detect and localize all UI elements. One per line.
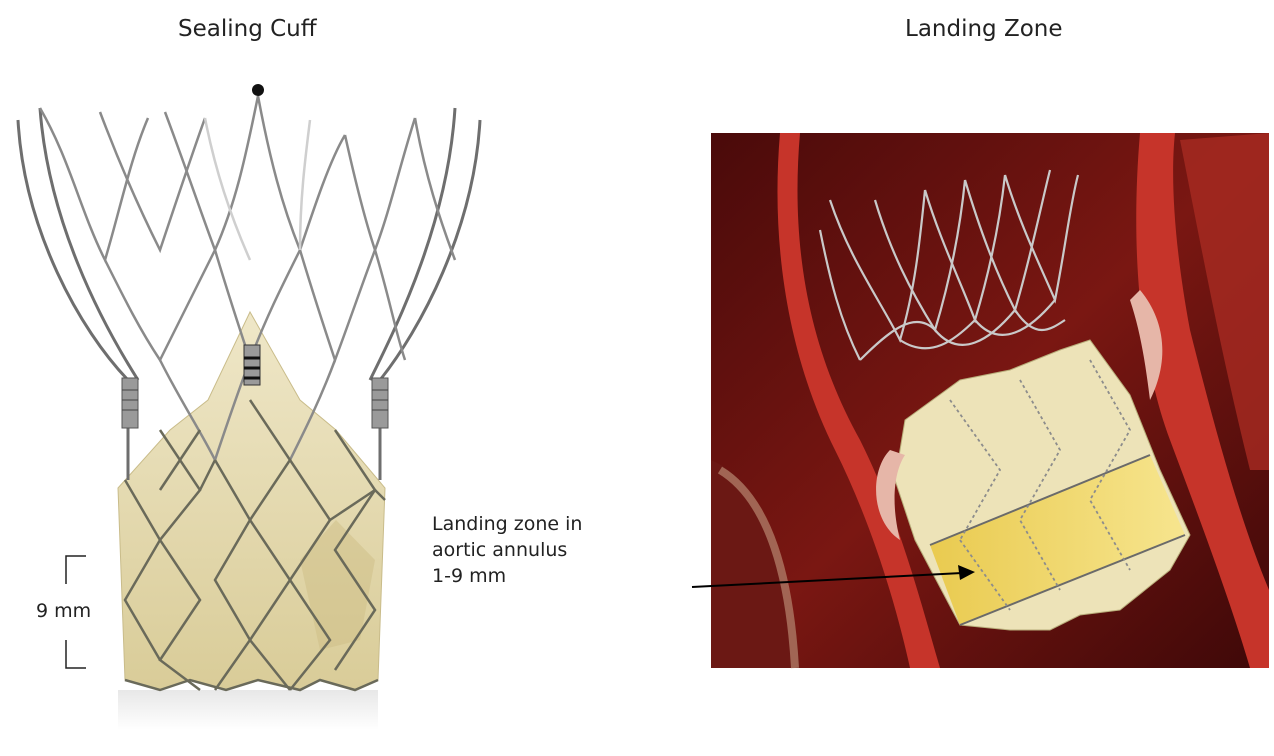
landing-zone-annotation: Landing zone in aortic annulus 1-9 mm: [432, 511, 672, 589]
dimension-label: 9 mm: [36, 598, 91, 624]
landing-line-2: aortic annulus: [432, 537, 672, 563]
landing-line-3: 1-9 mm: [432, 563, 672, 589]
valve-stent-illustration: [18, 84, 480, 730]
landing-line-1: Landing zone in: [432, 511, 672, 537]
aortic-anatomy-illustration: [711, 133, 1269, 668]
valve-reflection: [118, 690, 378, 730]
stent-top-marker: [252, 84, 264, 96]
